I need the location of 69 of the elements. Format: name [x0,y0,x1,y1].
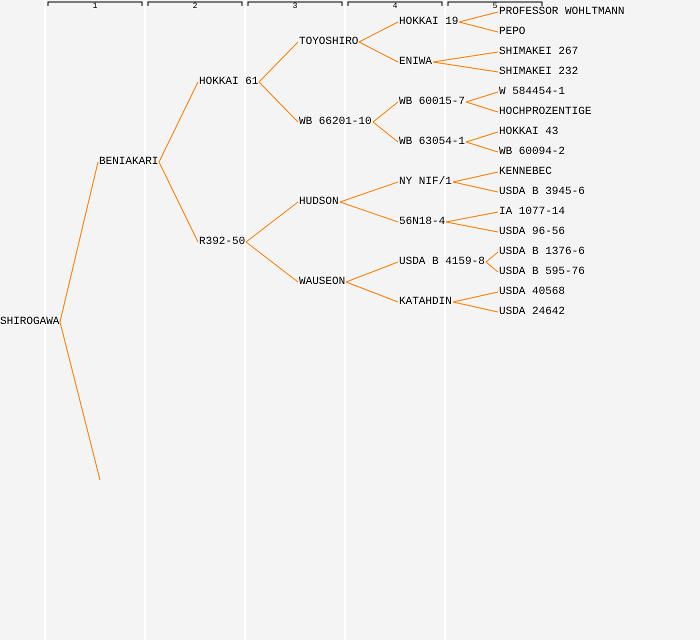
variety-label: NY NIF/1 [399,175,452,189]
pedigree-line [258,82,298,122]
pedigree-line [246,202,298,242]
variety-label: WB 60094-2 [499,145,566,159]
variety-label: BENIAKARI [99,155,158,169]
variety-label: KATAHDIN [399,295,452,309]
pedigree-line [432,62,498,72]
variety-label: KENNEBEC [499,165,552,179]
variety-label: USDA B 4159-8 [399,255,485,269]
pedigree-line [258,42,298,82]
pedigree-line [446,222,498,232]
pedigree-line [452,172,498,182]
pedigree-line [60,322,100,480]
variety-label: ENIWA [399,55,432,69]
pedigree-line [458,12,498,22]
variety-label: SHIMAKEI 232 [499,65,578,79]
variety-label: HOKKAI 19 [399,15,458,29]
pedigree-line [458,22,498,32]
variety-label: TOYOSHIRO [299,35,358,49]
pedigree-line [346,262,398,282]
variety-label: HUDSON [299,195,339,209]
pedigree-line [452,292,498,302]
generation-number: 2 [192,3,198,11]
pedigree-line [358,42,398,62]
pedigree-line [372,122,398,142]
pedigree-line [432,52,498,62]
pedigree-line [340,182,398,202]
variety-label: WB 66201-10 [299,115,372,129]
pedigree-line [452,182,498,192]
variety-label: USDA B 1376-6 [499,245,585,259]
variety-label: SHIMAKEI 267 [499,45,578,59]
generation-number: 3 [292,3,298,11]
pedigree-line [466,132,498,142]
variety-label: USDA B 3945-6 [499,185,585,199]
variety-label: USDA 96-56 [499,225,566,239]
variety-label: WAUSEON [299,275,346,289]
variety-label: HOKKAI 61 [199,75,258,89]
pedigree-line [486,252,498,262]
pedigree-line [466,142,498,152]
pedigree-line [346,282,398,302]
pedigree-line [466,102,498,112]
variety-label: R392-50 [199,235,246,249]
variety-label: WB 63054-1 [399,135,466,149]
variety-label: HOCHPROZENTIGE [499,105,592,119]
pedigree-line [452,302,498,312]
generation-number: 1 [92,3,98,11]
pedigree-line [358,22,398,42]
pedigree-line [466,92,498,102]
variety-label: HOKKAI 43 [499,125,558,139]
variety-label: USDA 24642 [499,305,566,319]
variety-label: W 584454-1 [499,85,566,99]
variety-label: WB 60015-7 [399,95,466,109]
pedigree-line [340,202,398,222]
pedigree-line [486,262,498,272]
variety-label: PROFESSOR WOHLTMANN [499,5,624,19]
variety-label: PEPO [499,25,526,39]
variety-label: IA 1077-14 [499,205,566,219]
generation-number: 5 [492,3,498,11]
variety-label: SHIROGAWA [0,315,60,329]
generation-number: 4 [392,3,398,11]
pedigree-line [158,162,198,242]
pedigree-line [60,162,98,322]
pedigree-line [372,102,398,122]
pedigree-line [246,242,298,282]
variety-label: 56N18-4 [399,215,446,229]
variety-label: USDA 40568 [499,285,566,299]
variety-label: USDA B 595-76 [499,265,585,279]
pedigree-line [158,82,198,162]
pedigree-line [446,212,498,222]
